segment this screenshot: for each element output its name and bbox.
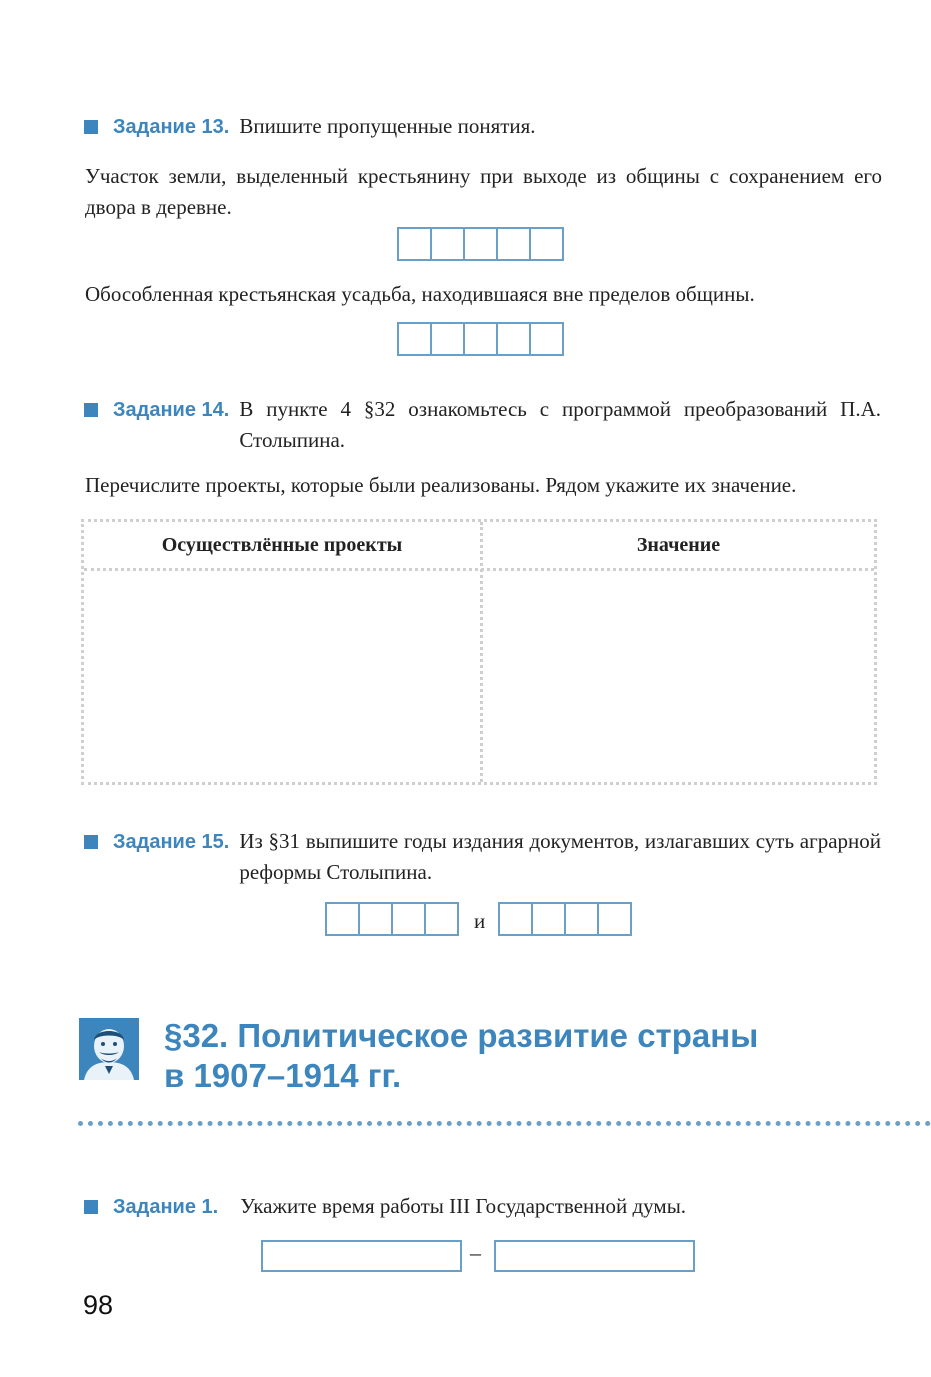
projects-table: Осуществлённые проекты Значение (81, 519, 877, 785)
task15-year-2-boxes[interactable] (498, 902, 632, 936)
duma-start-field[interactable] (261, 1240, 462, 1272)
projects-answer-area[interactable] (90, 576, 474, 776)
table-column-divider (480, 522, 483, 782)
stolypin-portrait-icon (79, 1018, 139, 1080)
section-title: §32. Политическое развитие страны в 1907… (164, 1016, 758, 1096)
meaning-answer-area[interactable] (489, 576, 870, 776)
letter-cell[interactable] (397, 322, 432, 356)
task13-answer-2-boxes[interactable] (397, 322, 564, 356)
task13-question-1: Участок земли, выделенный крестьянину пр… (85, 164, 882, 219)
letter-cell[interactable] (529, 227, 564, 261)
letter-cell[interactable] (496, 322, 531, 356)
letter-cell[interactable] (496, 227, 531, 261)
task15-header: Задание 15. Из §31 выпишите годы издания… (84, 826, 881, 888)
digit-cell[interactable] (564, 902, 599, 936)
task14-text: В пункте 4 §32 ознакомьтесь с программой… (239, 397, 881, 452)
task-bullet-icon (84, 835, 98, 849)
duma-end-field[interactable] (494, 1240, 695, 1272)
task13-text: Впишите пропущенные понятия. (239, 114, 536, 138)
digit-cell[interactable] (498, 902, 533, 936)
letter-cell[interactable] (430, 227, 465, 261)
page-number: 98 (83, 1290, 114, 1320)
task1-header: Задание 1. Укажите время работы III Госу… (84, 1191, 881, 1223)
letter-cell[interactable] (430, 322, 465, 356)
section-title-line-1: §32. Политическое развитие страны (164, 1017, 759, 1054)
digit-cell[interactable] (531, 902, 566, 936)
digit-cell[interactable] (325, 902, 360, 936)
digit-cell[interactable] (424, 902, 459, 936)
task1-text: Укажите время работы III Государственной… (240, 1194, 687, 1218)
table-header-divider (84, 568, 874, 571)
task13-question-2: Обособленная крестьянская усадьба, наход… (85, 282, 755, 306)
task15-connector: и (474, 909, 486, 933)
letter-cell[interactable] (463, 322, 498, 356)
task14-label: Задание 14. (113, 399, 230, 421)
table-header-meaning: Значение (636, 534, 721, 556)
letter-cell[interactable] (397, 227, 432, 261)
task14-instruction: Перечислите проекты, которые были реализ… (85, 473, 797, 497)
digit-cell[interactable] (391, 902, 426, 936)
task14-header: Задание 14. В пункте 4 §32 ознакомьтесь … (84, 394, 881, 456)
task15-label: Задание 15. (113, 831, 230, 853)
task-bullet-icon (84, 403, 98, 417)
period-dash: – (470, 1240, 481, 1265)
task-bullet-icon (84, 1200, 98, 1214)
table-header-projects: Осуществлённые проекты (161, 534, 403, 556)
section-title-line-2: в 1907–1914 гг. (164, 1057, 402, 1094)
task-bullet-icon (84, 120, 98, 134)
task13-label: Задание 13. (113, 116, 230, 138)
task13-answer-1-boxes[interactable] (397, 227, 564, 261)
letter-cell[interactable] (529, 322, 564, 356)
task15-text: Из §31 выпишите годы издания документов,… (239, 829, 881, 884)
digit-cell[interactable] (597, 902, 632, 936)
section-divider (78, 1121, 931, 1126)
letter-cell[interactable] (463, 227, 498, 261)
digit-cell[interactable] (358, 902, 393, 936)
task13-header: Задание 13. Впишите пропущенные понятия. (84, 111, 881, 143)
task15-year-1-boxes[interactable] (325, 902, 459, 936)
task1-label: Задание 1. (113, 1196, 219, 1218)
